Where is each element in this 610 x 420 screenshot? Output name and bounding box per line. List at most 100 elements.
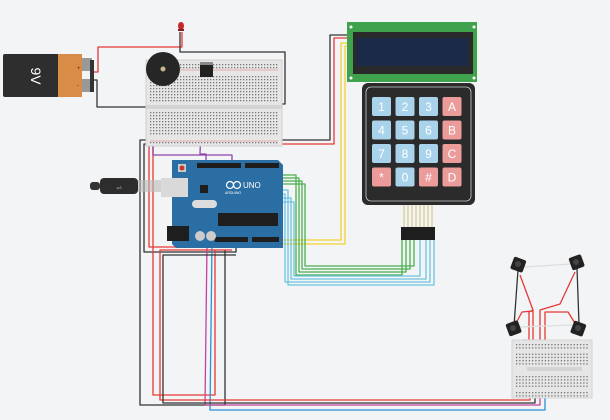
breadboard-hole (189, 82, 191, 84)
wire-black-lcd-gnd[interactable] (282, 34, 350, 141)
keypad-ribbon (401, 205, 435, 240)
keypad-key-3[interactable]: 3 (419, 97, 438, 116)
wire-magenta-button[interactable] (204, 243, 541, 406)
breadboard-hole (516, 344, 518, 346)
breadboard-hole (261, 130, 263, 132)
breadboard-hole (189, 142, 191, 144)
keypad-key-A[interactable]: A (442, 97, 462, 116)
breadboard-hole (270, 112, 272, 114)
wire-yellow-scl[interactable] (276, 45, 350, 245)
breadboard-small[interactable] (511, 339, 593, 399)
breadboard-hole (258, 94, 260, 96)
usb-cable[interactable]: ⇌ (90, 178, 162, 194)
pushbutton-2[interactable] (568, 254, 585, 271)
breadboard-hole (522, 363, 524, 365)
keypad-key-4[interactable]: 4 (372, 120, 391, 140)
piezo-buzzer[interactable] (146, 52, 180, 86)
breadboard-hole (243, 76, 245, 78)
wire-yellow-sda[interactable] (276, 42, 350, 241)
lcd-16x2[interactable] (347, 22, 477, 82)
breadboard-main[interactable] (145, 59, 283, 147)
breadboard-hole (264, 130, 266, 132)
keypad-key-8[interactable]: 8 (395, 144, 415, 163)
breadboard-hole (186, 142, 188, 144)
breadboard-hole (554, 347, 556, 349)
wire-black-left-rail[interactable] (139, 139, 226, 406)
breadboard-hole (586, 363, 588, 365)
wire-red-btn3[interactable] (514, 310, 534, 346)
breadboard-hole (177, 133, 179, 135)
wire-white-top[interactable] (523, 263, 572, 268)
wire-black-btn-left[interactable] (513, 269, 519, 327)
wire-white-bottom[interactable] (518, 324, 573, 328)
pushbutton-4[interactable] (570, 320, 587, 337)
wire-red-btn2[interactable] (539, 271, 576, 346)
led-red[interactable] (178, 22, 184, 31)
keypad-key-7[interactable]: 7 (372, 144, 391, 163)
keypad-key-#[interactable]: # (419, 167, 438, 187)
breadboard-hole (261, 79, 263, 81)
breadboard-hole (234, 82, 236, 84)
keypad-key-9[interactable]: 9 (419, 144, 438, 163)
keypad-key-6[interactable]: 6 (419, 120, 438, 140)
breadboard-hole (162, 124, 164, 126)
breadboard-hole (177, 79, 179, 81)
wire-black-btn-right[interactable] (576, 267, 580, 325)
keypad-key-0[interactable]: 0 (395, 167, 415, 187)
breadboard-hole (159, 118, 161, 120)
breadboard-hole (237, 130, 239, 132)
keypad-key-*[interactable]: * (372, 167, 391, 187)
breadboard-hole (541, 392, 543, 394)
keypad-key-C[interactable]: C (442, 144, 462, 163)
breadboard-hole (554, 353, 556, 355)
breadboard-hole (192, 97, 194, 99)
breadboard-hole (201, 121, 203, 123)
breadboard-hole (228, 115, 230, 117)
breadboard-hole (195, 67, 197, 69)
breadboard-hole (219, 82, 221, 84)
pushbutton-3[interactable] (505, 320, 522, 337)
wire-red-long[interactable] (152, 146, 216, 396)
keypad-key-D[interactable]: D (442, 167, 462, 187)
keypad-key-1[interactable]: 1 (372, 97, 391, 116)
breadboard-hole (162, 94, 164, 96)
wire-red-lcd-vcc[interactable] (282, 37, 350, 145)
breadboard-hole (150, 100, 152, 102)
breadboard-hole (564, 347, 566, 349)
breadboard-hole (189, 100, 191, 102)
wire-red-battery-led[interactable] (92, 32, 183, 73)
breadboard-hole (219, 97, 221, 99)
breadboard-hole (261, 124, 263, 126)
breadboard-hole (567, 363, 569, 365)
breadboard-hole (554, 376, 556, 378)
breadboard-hole (153, 94, 155, 96)
wire-red-btn4[interactable] (544, 311, 579, 346)
keypad-key-B[interactable]: B (442, 120, 462, 140)
breadboard-hole (528, 392, 531, 394)
breadboard-hole (171, 121, 173, 123)
wire-blue-button[interactable] (209, 243, 546, 411)
breadboard-hole (195, 94, 197, 96)
keypad-key-2[interactable]: 2 (395, 97, 415, 116)
wire-black-button-bb[interactable] (162, 254, 536, 404)
breadboard-hole (576, 344, 579, 346)
breadboard-hole (207, 85, 209, 87)
arduino-uno[interactable]: UNO ARDUINO (161, 160, 283, 248)
battery-9v[interactable]: 9V + - (3, 54, 94, 97)
breadboard-hole (538, 376, 540, 378)
pushbutton-1[interactable] (510, 256, 527, 273)
breadboard-hole (522, 376, 524, 378)
wire-red-btn1[interactable] (519, 274, 534, 346)
keypad-key-5[interactable]: 5 (395, 120, 415, 140)
breadboard-hole (195, 97, 197, 99)
breadboard-hole (210, 94, 212, 96)
temperature-sensor[interactable] (200, 62, 213, 77)
breadboard-hole (580, 385, 582, 387)
breadboard-hole (258, 142, 260, 144)
breadboard-hole (576, 360, 579, 362)
breadboard-hole (516, 360, 518, 362)
breadboard-hole (150, 85, 152, 87)
breadboard-hole (255, 97, 257, 99)
